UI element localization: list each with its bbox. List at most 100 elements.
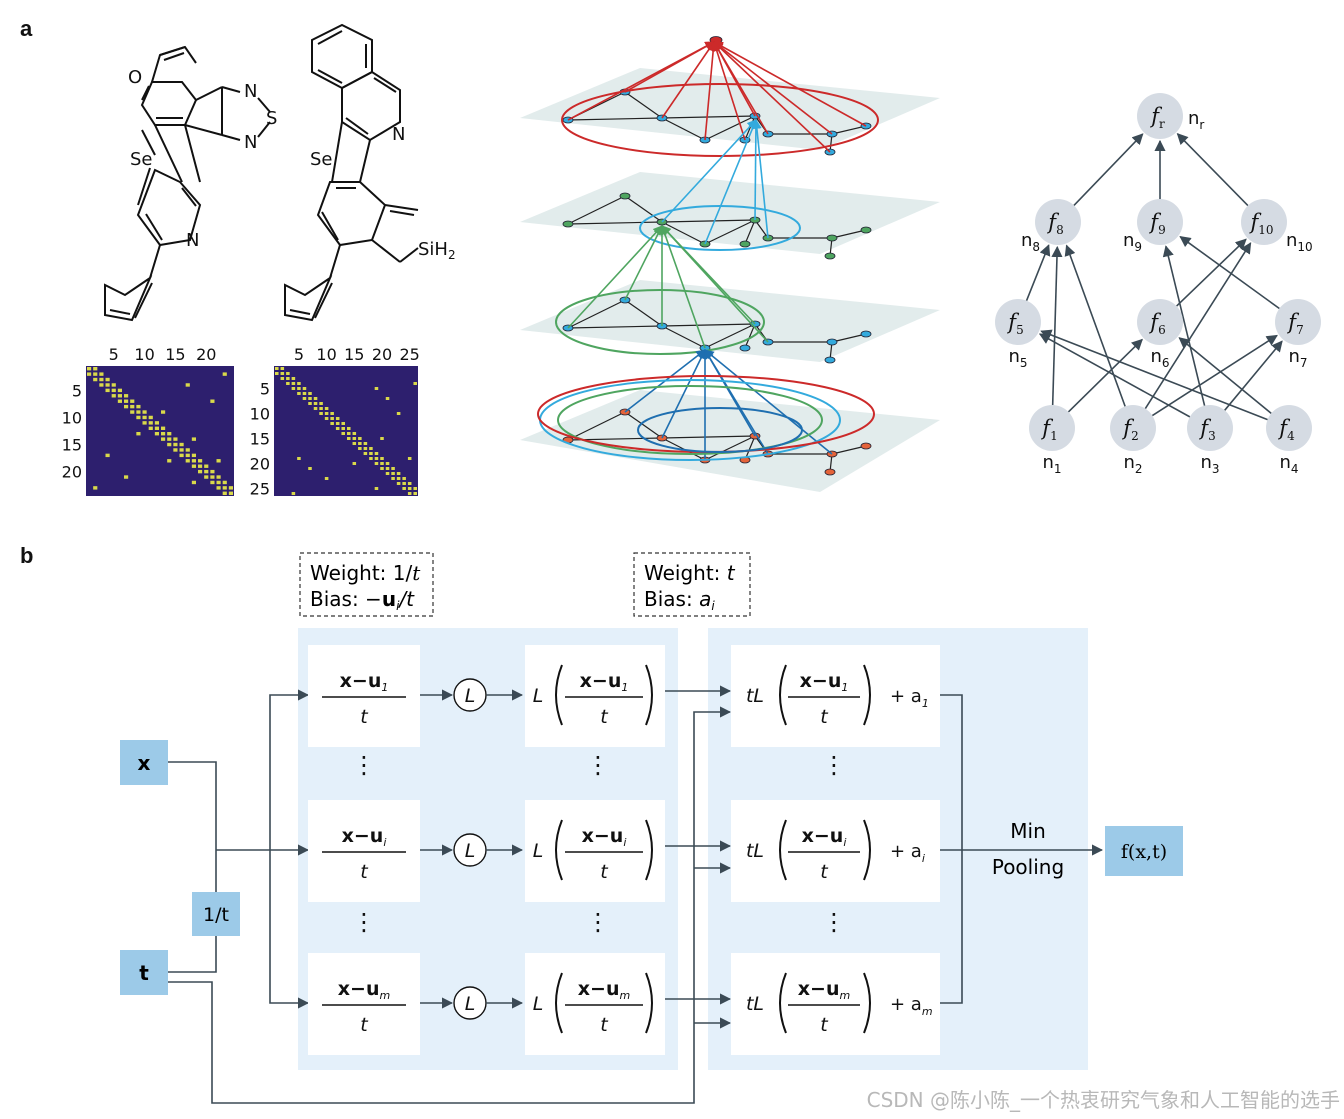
matrix2-cell: [374, 387, 379, 390]
graph-node: [860, 442, 872, 450]
graph-node: [739, 240, 751, 248]
green-arrow: [624, 225, 663, 301]
graph-edge: [704, 219, 756, 245]
watermark: CSDN @陈小陈_一个热衷研究气象和人工智能的选手: [866, 1088, 1340, 1112]
fraction-numerator: x−u1: [340, 670, 389, 694]
plus-a-term: + am: [890, 994, 933, 1018]
matrix2-cell: [396, 477, 401, 480]
matrix2-cell: [313, 407, 318, 410]
affine-box: [731, 953, 940, 1055]
matrix2-cell: [280, 377, 285, 380]
matrix2-cell: [341, 422, 345, 425]
output-box: [1105, 826, 1183, 876]
weight-2-text: Weight: t: [644, 561, 736, 585]
matrix2-cell: [291, 377, 296, 380]
vertical-ellipsis: ⋮: [822, 908, 846, 936]
matrix1-cell: [93, 377, 98, 382]
left-paren: [779, 664, 787, 726]
graph-edge: [567, 195, 626, 225]
tree-node-label: f6: [1148, 310, 1165, 337]
matrix2-cell: [335, 422, 340, 425]
L-symbol: L: [533, 993, 544, 1015]
tL-symbol: tL: [746, 840, 764, 862]
tree-node-name: n10: [1286, 230, 1313, 254]
tree-node-2: [1110, 405, 1156, 451]
bottom-blue-ellipse: [637, 407, 803, 453]
matrix1-cell: [210, 399, 215, 403]
matrix1-cell: [228, 491, 233, 495]
matrix1-cell: [173, 442, 178, 447]
matrix2-cell: [308, 392, 312, 395]
tree-edge: [1162, 245, 1206, 406]
matrix2-cell: [297, 457, 301, 460]
matrix1-cell: [161, 426, 166, 430]
red-arrow: [624, 41, 715, 93]
matrix2-cell: [407, 457, 412, 460]
matrix2-cell: [280, 372, 285, 375]
graph-node: [824, 468, 836, 476]
graph-edge: [567, 221, 663, 225]
matrix2-cell: [291, 382, 296, 385]
tree-node-name: n8: [1021, 230, 1040, 254]
matrix1-cell: [130, 410, 135, 414]
matrix2-cell: [347, 437, 351, 440]
matrix2-cell: [380, 462, 384, 465]
graph-edge: [624, 91, 663, 119]
activation-label: L: [465, 840, 476, 862]
matrix2-cell: [341, 432, 345, 435]
tree-node-label: f3: [1198, 416, 1215, 443]
graph-edge: [661, 325, 706, 349]
mol1-oxygen: O: [128, 67, 142, 88]
matrix1-cell: [191, 453, 196, 458]
matrix2-row-tick: 25: [250, 480, 270, 499]
matrix2-cell: [369, 457, 373, 460]
matrix2-cell: [275, 367, 279, 370]
graph-node: [860, 226, 872, 234]
matrix1-cell: [210, 475, 215, 479]
weight-1-text: Weight: 1/t: [310, 561, 421, 585]
matrix1-cell: [198, 469, 203, 474]
matrix1-cell: [204, 475, 209, 479]
tree-edge: [1064, 244, 1126, 407]
tree-edge: [1038, 333, 1191, 418]
matrix2-cell: [402, 482, 406, 485]
tree-node-name: n7: [1288, 346, 1307, 370]
bias-1-text: Bias: −ui/t: [310, 587, 415, 613]
matrix1-cell: [148, 421, 153, 425]
graph-node: [619, 192, 631, 200]
matrix2-cell: [358, 437, 362, 440]
matrix1-cell: [173, 448, 178, 452]
cyan-arrow: [751, 119, 761, 221]
matrix2-col-tick: 10: [316, 345, 336, 364]
matrix2-cell: [380, 437, 384, 440]
tree-node-name: nr: [1188, 108, 1204, 132]
panel-label-a: a: [20, 16, 33, 41]
matrix2-col-tick: 15: [344, 345, 364, 364]
left-paren: [779, 972, 787, 1034]
matrix2-cell: [352, 437, 357, 440]
matrix1-cell: [191, 480, 196, 485]
matrix1-cell: [216, 480, 221, 485]
matrix1-cell: [105, 383, 110, 387]
matrix2-cell: [286, 377, 290, 380]
matrix1-cell: [154, 432, 159, 436]
matrix2-cell: [324, 417, 329, 420]
matrix1-cell: [117, 399, 122, 403]
matrix2-cell: [330, 417, 334, 420]
matrix1-cell: [111, 383, 116, 387]
panel-label-b: b: [20, 543, 34, 568]
matrix2-cell: [291, 492, 296, 495]
L-symbol: L: [533, 840, 544, 862]
hierarchical-graph: [520, 36, 940, 492]
input-x-box: [120, 740, 168, 785]
tree-edge: [1224, 340, 1283, 411]
activation-label: L: [465, 685, 476, 707]
red-arrow: [713, 41, 769, 135]
tree-node-label: f9: [1148, 210, 1165, 237]
matrix1-cell: [198, 464, 203, 468]
matrix1-cell: [124, 475, 129, 479]
green-arrow: [567, 225, 663, 329]
graph-edge: [704, 435, 756, 461]
